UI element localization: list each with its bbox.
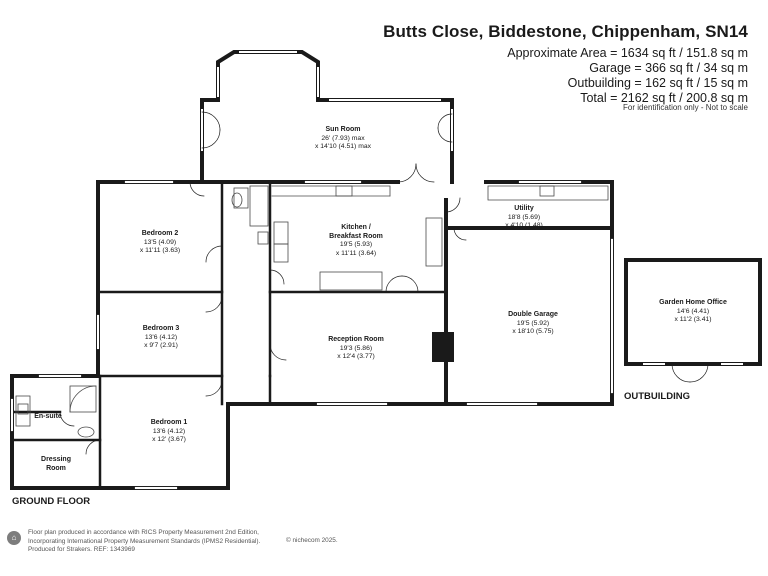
room-label-garden-home-office: Garden Home Office 14'6 (4.41) x 11'2 (3… bbox=[659, 299, 727, 323]
rics-logo-icon: ⌂ bbox=[7, 531, 21, 545]
footer-line-3: Produced for Strakers. REF: 1343969 bbox=[28, 546, 135, 554]
house-windows bbox=[10, 180, 614, 490]
garage-area: Garage = 366 sq ft / 34 sq m bbox=[589, 61, 748, 75]
outbuilding-walls bbox=[624, 258, 762, 366]
room-label-bedroom-1: Bedroom 1 13'6 (4.12) x 12' (3.67) bbox=[150, 419, 188, 443]
sun-room-windows bbox=[201, 51, 453, 151]
room-label-kitchen: Kitchen / Breakfast Room 19'5 (5.93) x 1… bbox=[329, 224, 383, 257]
chimney-block bbox=[432, 332, 454, 362]
sun-room-doors bbox=[201, 111, 453, 149]
total-area: Total = 2162 sq ft / 200.8 sq m bbox=[580, 91, 748, 105]
copyright-text: © nichecom 2025. bbox=[286, 537, 338, 544]
room-label-reception: Reception Room 19'3 (5.86) x 12'4 (3.77) bbox=[328, 336, 384, 360]
outbuilding-doors bbox=[671, 363, 709, 383]
room-label-utility: Utility 18'8 (5.69) x 4'10 (1.48) bbox=[505, 205, 543, 229]
outbuilding-area: Outbuilding = 162 sq ft / 15 sq m bbox=[567, 76, 748, 90]
fixtures bbox=[15, 185, 609, 438]
approximate-area: Approximate Area = 1634 sq ft / 151.8 sq… bbox=[507, 46, 748, 60]
room-label-sun-room: Sun Room 26' (7.93) max x 14'10 (4.51) m… bbox=[314, 126, 372, 150]
footer-line-2: Incorporating International Property Mea… bbox=[28, 537, 261, 545]
room-label-en-suite: En-suite bbox=[34, 413, 62, 420]
house-window-frames bbox=[10, 180, 614, 490]
room-label-dressing-room: Dressing Room bbox=[41, 456, 71, 472]
interior-walls bbox=[10, 180, 448, 490]
ground-floor-label: GROUND FLOOR bbox=[12, 496, 91, 507]
outbuilding-label: OUTBUILDING bbox=[624, 391, 690, 402]
sun-room-walls bbox=[200, 50, 454, 184]
outbuilding-window-frames bbox=[641, 362, 745, 366]
property-title: Butts Close, Biddestone, Chippenham, SN1… bbox=[383, 22, 748, 41]
sun-room-window-frames bbox=[200, 50, 454, 153]
room-label-double-garage: Double Garage 19'5 (5.92) x 18'10 (5.75) bbox=[508, 311, 558, 335]
footer-line-1: Floor plan produced in accordance with R… bbox=[28, 529, 259, 536]
area-summary: Approximate Area = 1634 sq ft / 151.8 sq… bbox=[507, 46, 748, 106]
room-label-bedroom-3: Bedroom 3 13'6 (4.12) x 9'7 (2.91) bbox=[142, 325, 180, 349]
identification-note: For identification only - Not to scale bbox=[623, 103, 748, 112]
room-label-bedroom-2: Bedroom 2 13'5 (4.09) x 11'11 (3.63) bbox=[139, 230, 181, 254]
house-doors bbox=[59, 163, 467, 455]
footer-notes: Floor plan produced in accordance with R… bbox=[28, 529, 260, 555]
